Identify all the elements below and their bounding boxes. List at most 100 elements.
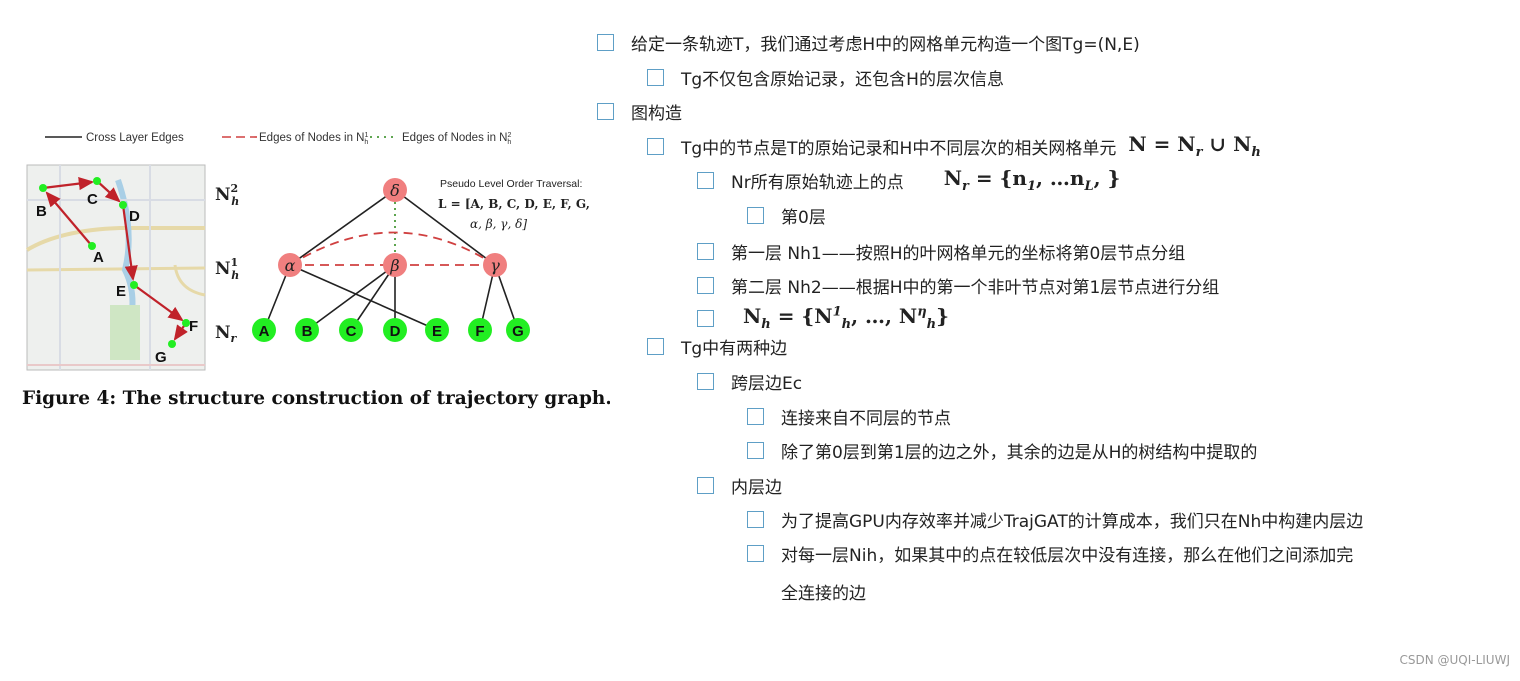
node-d [383, 318, 407, 342]
formula-part: , …, N [851, 304, 918, 328]
checkbox[interactable] [697, 309, 714, 327]
outline-item: Nh = {N1h, …, Nηh} [697, 304, 949, 332]
traversal-title: Pseudo Level Order Traversal: [440, 178, 582, 190]
node-b-label: B [302, 323, 313, 340]
checkbox[interactable] [597, 102, 614, 120]
formula-part: h [1251, 145, 1261, 160]
outline-item: 给定一条轨迹T，我们通过考虑H中的网格单元构造一个图Tg=(N,E) [597, 28, 1140, 56]
node-e [425, 318, 449, 342]
outline-item: 第0层 [747, 201, 826, 229]
checkbox[interactable] [647, 137, 664, 155]
formula-part: N [743, 304, 762, 328]
outline-item-continuation: 全连接的边 [781, 584, 866, 604]
outline-item: 第二层 Nh2——根据H中的第一个非叶节点对第1层节点进行分组 [697, 271, 1219, 299]
formula-part: , …n [1036, 166, 1085, 190]
math-formula: Nh = {N1h, …, Nηh} [743, 304, 949, 332]
trajectory-map: A B C D E F G [25, 164, 206, 371]
formula-part: h [841, 317, 852, 332]
outline-item: 跨层边Ec [697, 367, 802, 395]
node-alpha-label: α [285, 256, 296, 275]
math-formula: N = Nr ∪ Nh [1128, 132, 1261, 160]
node-b [295, 318, 319, 342]
watermark: CSDN @UQI-LIUWJ [1399, 653, 1510, 667]
outline-item-text: 第0层 [781, 207, 826, 228]
checkbox[interactable] [597, 33, 614, 51]
map-label-f: F [189, 318, 198, 335]
map-label-d: D [129, 208, 140, 225]
outline-item-text: 对每一层Nih，如果其中的点在较低层次中没有连接，那么在他们之间添加完 [781, 545, 1354, 566]
formula-part: r [1195, 145, 1203, 160]
map-label-a: A [93, 249, 104, 266]
trajectory-arrows [42, 177, 188, 341]
checkbox[interactable] [747, 206, 764, 224]
checkbox[interactable] [747, 407, 764, 425]
outline-item-text: 为了提高GPU内存效率并减少TrajGAT的计算成本，我们只在Nh中构建内层边 [781, 511, 1364, 532]
outline-item-text: 连接来自不同层的节点 [781, 408, 951, 429]
outline-item-text: Tg中有两种边 [681, 338, 788, 359]
outline-item-text: 第一层 Nh1——按照H的叶网格单元的坐标将第0层节点分组 [731, 243, 1186, 264]
checkbox[interactable] [697, 276, 714, 294]
outline-item-text: 内层边 [731, 477, 782, 498]
checkbox[interactable] [697, 372, 714, 390]
formula-part: r [962, 179, 969, 194]
node-delta [383, 178, 407, 202]
map-label-e: E [116, 283, 126, 300]
formula-part: 1 [832, 304, 842, 320]
node-alpha [278, 253, 302, 277]
outline-item: 内层边 [697, 471, 782, 499]
outline-item: 为了提高GPU内存效率并减少TrajGAT的计算成本，我们只在Nh中构建内层边 [747, 505, 1363, 533]
outline-item-text: Nr所有原始轨迹上的点 [731, 172, 904, 193]
formula-part: = {N [770, 304, 833, 328]
map-label-g: G [155, 349, 167, 366]
outline-item-text: 除了第0层到第1层的边之外，其余的边是从H的树结构中提取的 [781, 442, 1258, 463]
checkbox[interactable] [747, 544, 764, 562]
formula-part: L [1084, 179, 1094, 194]
node-f-label: F [475, 323, 484, 340]
checkbox[interactable] [647, 337, 664, 355]
formula-part: h [761, 317, 771, 332]
checkbox[interactable] [697, 171, 714, 189]
figure-caption: Figure 4: The structure construction of … [22, 388, 610, 409]
level-label-nr: Nr [215, 323, 238, 345]
formula-part: N = N [1128, 132, 1196, 156]
formula-part: h [926, 317, 937, 332]
formula-part: ∪ N [1202, 132, 1252, 156]
outline-item-text: 跨层边Ec [731, 373, 803, 394]
node-delta-label: δ [390, 181, 400, 200]
checkbox[interactable] [647, 68, 664, 86]
formula-part: , } [1093, 166, 1121, 190]
outline-item-text: Tg不仅包含原始记录，还包含H的层次信息 [681, 69, 1004, 90]
outline-item-text: 给定一条轨迹T，我们通过考虑H中的网格单元构造一个图Tg=(N,E) [631, 34, 1140, 55]
checkbox[interactable] [747, 510, 764, 528]
checkbox[interactable] [747, 441, 764, 459]
formula-part: 1 [1026, 179, 1036, 194]
formula-part: = {n [968, 166, 1027, 190]
node-beta [383, 253, 407, 277]
formula-part: η [917, 304, 927, 320]
node-d-label: D [390, 323, 401, 340]
outline-item: 连接来自不同层的节点 [747, 402, 951, 430]
math-formula: Nr = {n1, …nL, } [944, 166, 1121, 194]
outline-item-text: 第二层 Nh2——根据H中的第一个非叶节点对第1层节点进行分组 [731, 277, 1220, 298]
traversal-line-1: L = [A, B, C, D, E, F, G, [438, 197, 590, 211]
traversal-line-2: α, β, γ, δ] [470, 217, 527, 231]
outline-item: Nr所有原始轨迹上的点 Nr = {n1, …nL, } [697, 166, 1120, 194]
outline-item: 对每一层Nih，如果其中的点在较低层次中没有连接，那么在他们之间添加完 [747, 539, 1353, 567]
map-label-b: B [36, 203, 47, 220]
node-g [506, 318, 530, 342]
checkbox[interactable] [697, 242, 714, 260]
checkbox[interactable] [697, 476, 714, 494]
node-a [252, 318, 276, 342]
outline-item: 除了第0层到第1层的边之外，其余的边是从H的树结构中提取的 [747, 436, 1257, 464]
map-points [39, 177, 190, 348]
outline-item: Tg中有两种边 [647, 332, 787, 360]
outline-item: 第一层 Nh1——按照H的叶网格单元的坐标将第0层节点分组 [697, 237, 1185, 265]
legend-cross-label: Cross Layer Edges [86, 132, 184, 144]
